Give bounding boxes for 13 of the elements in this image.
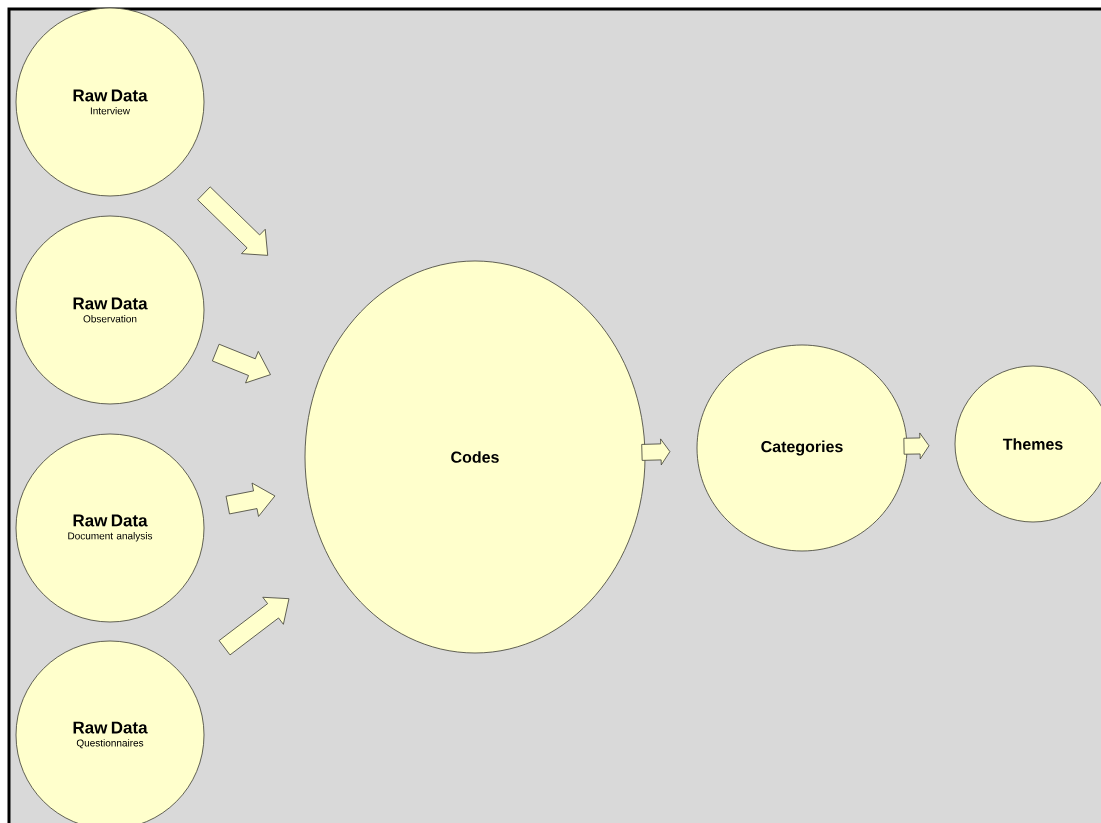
circle-node: Categories bbox=[696, 344, 908, 552]
block-arrow bbox=[641, 438, 671, 466]
block-arrow bbox=[225, 482, 276, 517]
circle-node: Raw Data Interview bbox=[15, 7, 205, 197]
block-arrow bbox=[903, 432, 930, 460]
block-arrow bbox=[212, 343, 271, 384]
block-arrow bbox=[218, 596, 290, 656]
circle-node: Raw Data Observation bbox=[15, 215, 205, 405]
circle-node: Raw Data Questionnaires bbox=[15, 640, 205, 823]
circle-node: Themes bbox=[954, 365, 1101, 523]
circle-node: Raw Data Document analysis bbox=[15, 433, 205, 623]
block-arrow bbox=[197, 186, 269, 256]
circle-node: Codes bbox=[304, 260, 646, 654]
